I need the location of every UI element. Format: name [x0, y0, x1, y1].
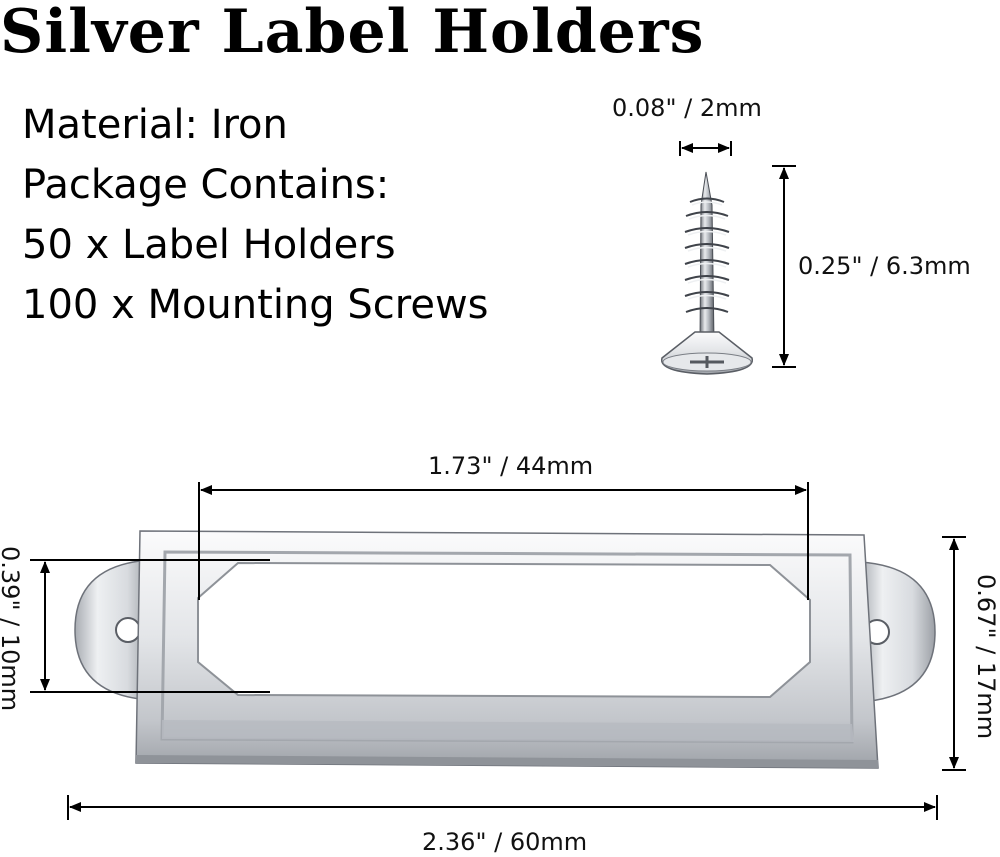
- window-width-label: 1.73" / 44mm: [428, 452, 594, 480]
- window-height-dimension: [30, 559, 270, 693]
- label-holder-icon: [74, 530, 936, 769]
- screw-diameter-label: 0.08" / 2mm: [612, 94, 762, 122]
- screw-length-dimension: [772, 165, 796, 368]
- label-holders-count-text: 50 x Label Holders: [22, 222, 396, 268]
- total-width-label: 2.36" / 60mm: [422, 828, 588, 856]
- window-height-label: 0.39" / 10mm: [0, 546, 24, 712]
- total-width-dimension: [67, 795, 938, 820]
- screw-icon: [661, 171, 753, 375]
- mounting-screws-count-text: 100 x Mounting Screws: [22, 282, 489, 328]
- holder-height-dimension: [942, 536, 966, 771]
- screw-diameter-dimension: [679, 141, 732, 156]
- holder-height-label: 0.67" / 17mm: [972, 574, 1000, 740]
- page-title: Silver Label Holders: [0, 0, 705, 67]
- window-width-dimension: [198, 482, 809, 600]
- material-text: Material: Iron: [22, 102, 288, 148]
- screw-length-label: 0.25" / 6.3mm: [798, 252, 971, 280]
- package-contains-text: Package Contains:: [22, 162, 390, 208]
